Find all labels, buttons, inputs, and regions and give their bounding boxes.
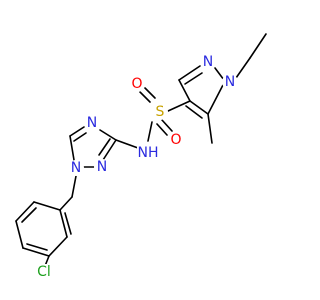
bond-s-nh bbox=[147, 121, 153, 142]
molecule-structure: N N S O O NH N N N Cl bbox=[15, 33, 267, 280]
bond-c5-c4-double bbox=[185, 105, 203, 119]
bond-s-o2-b bbox=[156, 123, 168, 136]
atom-sulfur: S bbox=[156, 104, 165, 120]
bond-n1-ch2 bbox=[71, 175, 77, 198]
bond-ring-3-double bbox=[26, 243, 48, 251]
bond-ring-5 bbox=[15, 201, 35, 222]
bond-ch2-ipso bbox=[59, 196, 73, 211]
atom-n-pyrazole-1: N bbox=[225, 74, 235, 90]
chlorobenzyl-group bbox=[15, 175, 77, 267]
bond-c5-methyl bbox=[207, 113, 213, 144]
pyrazole-ring bbox=[178, 65, 225, 119]
alkyl-substituents bbox=[207, 33, 267, 144]
bond-n4-c5 bbox=[69, 126, 85, 137]
atom-n-pyrazole-2: N bbox=[203, 54, 213, 70]
bond-c3-n4 bbox=[99, 129, 117, 141]
bond-ring-1-double bbox=[64, 212, 72, 235]
atom-n-triazole-2: N bbox=[97, 159, 107, 175]
bond-ring-1 bbox=[59, 209, 68, 238]
bond-ring-6 bbox=[33, 201, 61, 211]
atom-n-triazole-4: N bbox=[87, 115, 97, 131]
atom-oxygen-2: O bbox=[170, 132, 181, 148]
bond-ethyl-ch3 bbox=[249, 33, 267, 59]
bond-n1-c5 bbox=[207, 82, 225, 115]
bond-c3-n2-double bbox=[184, 72, 203, 85]
atom-amide-nh: NH bbox=[138, 145, 159, 161]
bond-nh-c3 bbox=[115, 139, 139, 149]
atom-labels: N N S O O NH N N N Cl bbox=[33, 54, 238, 280]
bond-ring-5-double bbox=[21, 207, 37, 223]
sulfonamide-group bbox=[115, 87, 191, 149]
bond-s-o2-a bbox=[161, 119, 173, 132]
bond-n1-ethyl bbox=[235, 57, 251, 79]
bond-c5-c4 bbox=[189, 100, 209, 115]
bond-n2-n1 bbox=[214, 67, 225, 81]
bond-c4-c3 bbox=[178, 79, 191, 102]
atom-n-triazole-1: N bbox=[71, 160, 81, 176]
bond-ring-2 bbox=[48, 236, 68, 257]
bond-ring-3 bbox=[22, 247, 50, 257]
bond-s-o1-a bbox=[139, 91, 151, 103]
bond-ring-4 bbox=[15, 220, 24, 249]
bond-n2-c3 bbox=[102, 139, 117, 161]
bond-c5-n1 bbox=[69, 135, 75, 161]
bond-c4-s bbox=[167, 100, 191, 112]
bond-n4-c5-double bbox=[73, 132, 87, 142]
bond-s-o1-b bbox=[144, 87, 156, 99]
bond-n2-c3-double bbox=[98, 138, 111, 156]
atom-oxygen-1: O bbox=[131, 76, 142, 92]
bond-c3-n2 bbox=[178, 65, 201, 81]
atom-chlorine: Cl bbox=[37, 264, 51, 280]
